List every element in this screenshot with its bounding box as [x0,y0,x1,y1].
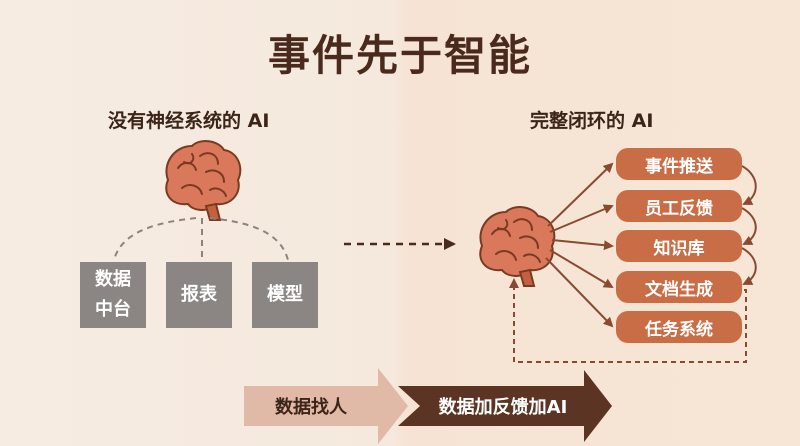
feedback-loop-arrow [509,278,747,363]
page-title: 事件先于智能 [267,31,532,80]
brain-to-items-arrows [545,162,614,328]
box-data-platform: 数据中台 [80,262,146,328]
bottom-arrow-right-shape [398,370,612,442]
left-dashed-connectors [113,217,289,261]
item-event-push: 事件推送 [616,148,742,180]
bottom-label-right: 数据加反馈加AI [438,397,568,418]
box-report: 报表 [166,262,232,328]
item-knowledge-base: 知识库 [616,230,742,262]
item-document-generation: 文档生成 [616,271,742,303]
bottom-label-left: 数据找人 [275,397,347,418]
loop-arrows [741,165,757,285]
left-subtitle: 没有神经系统的 AI [108,110,270,132]
brain-icon-right [479,206,556,287]
item-employee-feedback: 员工反馈 [616,190,742,222]
bottom-arrow-left-shape [244,368,408,444]
box-model: 模型 [252,262,318,328]
item-task-system: 任务系统 [616,311,742,343]
brain-icon-left [165,140,242,221]
right-subtitle: 完整闭环的 AI [530,110,654,132]
